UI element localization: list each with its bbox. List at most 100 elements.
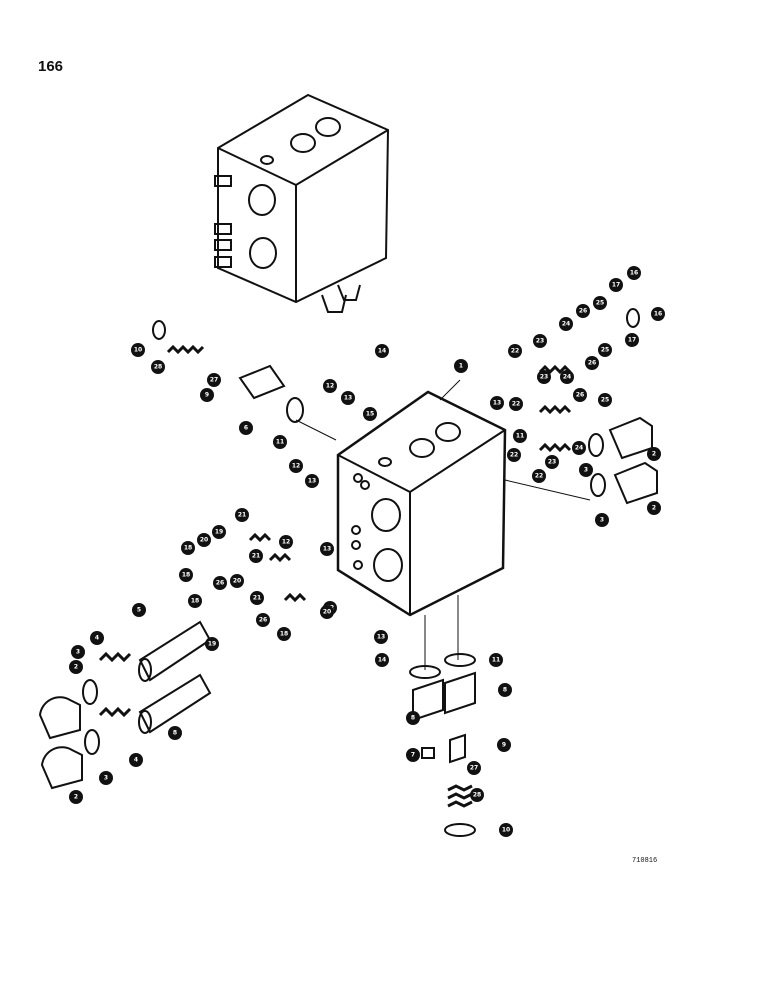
callout-label: 18	[182, 572, 190, 579]
callout-label: 2	[74, 664, 78, 671]
callout-3: 3	[579, 463, 593, 477]
callout-circle	[489, 653, 503, 667]
callout-circle	[609, 278, 623, 292]
callout-22: 22	[508, 344, 522, 358]
callout-circle	[239, 421, 253, 435]
callout-circle	[572, 441, 586, 455]
callout-label: 17	[628, 337, 636, 344]
callout-label: 25	[601, 397, 609, 404]
callout-circle	[213, 576, 227, 590]
callout-19: 19	[212, 525, 226, 539]
callout-3: 3	[99, 771, 113, 785]
callout-22: 22	[532, 469, 546, 483]
callout-circle	[647, 501, 661, 515]
callout-label: 22	[535, 473, 543, 480]
callout-label: 20	[323, 609, 331, 616]
callout-label: 25	[596, 300, 604, 307]
callout-circle	[497, 738, 511, 752]
callout-label: 23	[548, 459, 556, 466]
callout-label: 21	[252, 553, 260, 560]
callout-label: 24	[562, 321, 570, 328]
callout-label: 11	[492, 657, 500, 664]
lower-fittings	[412, 671, 476, 764]
callout-circle	[560, 370, 574, 384]
callout-circle	[498, 683, 512, 697]
callout-13: 13	[374, 630, 388, 644]
callout-circle	[197, 533, 211, 547]
end-caps	[38, 364, 658, 790]
callout-label: 18	[184, 545, 192, 552]
callout-circle	[200, 388, 214, 402]
callout-circle	[406, 711, 420, 725]
callout-circle	[205, 637, 219, 651]
callout-label: 26	[576, 392, 584, 399]
callout-circle	[509, 397, 523, 411]
callout-label: 13	[493, 400, 501, 407]
callout-label: 22	[510, 452, 518, 459]
callout-2: 2	[69, 660, 83, 674]
callout-label: 21	[238, 512, 246, 519]
callout-label: 12	[292, 463, 300, 470]
callout-2: 2	[647, 447, 661, 461]
callout-8: 8	[498, 683, 512, 697]
callout-label: 4	[95, 635, 99, 642]
callout-circle	[576, 304, 590, 318]
callout-label: 11	[276, 439, 284, 446]
callout-circle	[532, 469, 546, 483]
callout-label: 2	[652, 505, 656, 512]
callout-circle	[341, 391, 355, 405]
callout-circle	[598, 393, 612, 407]
callout-circle	[168, 726, 182, 740]
callout-19: 19	[205, 637, 219, 651]
callout-14: 14	[375, 653, 389, 667]
callout-23: 23	[545, 455, 559, 469]
callout-circle	[454, 359, 468, 373]
callout-15: 15	[363, 407, 377, 421]
callout-circle	[507, 448, 521, 462]
callout-label: 9	[205, 392, 209, 399]
callout-circle	[579, 463, 593, 477]
callout-label: 3	[600, 517, 604, 524]
callout-circle	[513, 429, 527, 443]
callout-23: 23	[533, 334, 547, 348]
callout-21: 21	[249, 549, 263, 563]
callout-label: 16	[654, 311, 662, 318]
callout-18: 18	[277, 627, 291, 641]
callout-circle	[289, 459, 303, 473]
callout-26: 26	[576, 304, 590, 318]
callout-9: 9	[200, 388, 214, 402]
callout-circle	[593, 296, 607, 310]
callout-label: 24	[575, 445, 583, 452]
page-number: 166	[38, 58, 64, 75]
callout-13: 13	[341, 391, 355, 405]
callout-label: 28	[154, 364, 162, 371]
callout-6: 6	[239, 421, 253, 435]
callout-circle	[625, 333, 639, 347]
o-rings	[82, 308, 640, 837]
callout-label: 27	[470, 765, 478, 772]
callout-25: 25	[598, 343, 612, 357]
callout-label: 28	[473, 792, 481, 799]
callout-label: 17	[612, 282, 620, 289]
callout-label: 12	[282, 539, 290, 546]
callout-label: 2	[652, 451, 656, 458]
callout-label: 8	[173, 730, 177, 737]
callout-circle	[499, 823, 513, 837]
callout-10: 10	[131, 343, 145, 357]
callout-26: 26	[573, 388, 587, 402]
callout-16: 16	[627, 266, 641, 280]
callout-14: 14	[375, 344, 389, 358]
callout-circle	[375, 653, 389, 667]
callout-label: 4	[134, 757, 138, 764]
callout-circle	[537, 370, 551, 384]
callout-circle	[279, 535, 293, 549]
callout-label: 8	[503, 687, 507, 694]
callout-circle	[249, 549, 263, 563]
callout-label: 20	[233, 578, 241, 585]
callout-circle	[470, 788, 484, 802]
callout-circle	[230, 574, 244, 588]
callout-circle	[305, 474, 319, 488]
callout-label: 14	[378, 657, 386, 664]
callout-circle	[273, 435, 287, 449]
callout-label: 19	[215, 529, 223, 536]
